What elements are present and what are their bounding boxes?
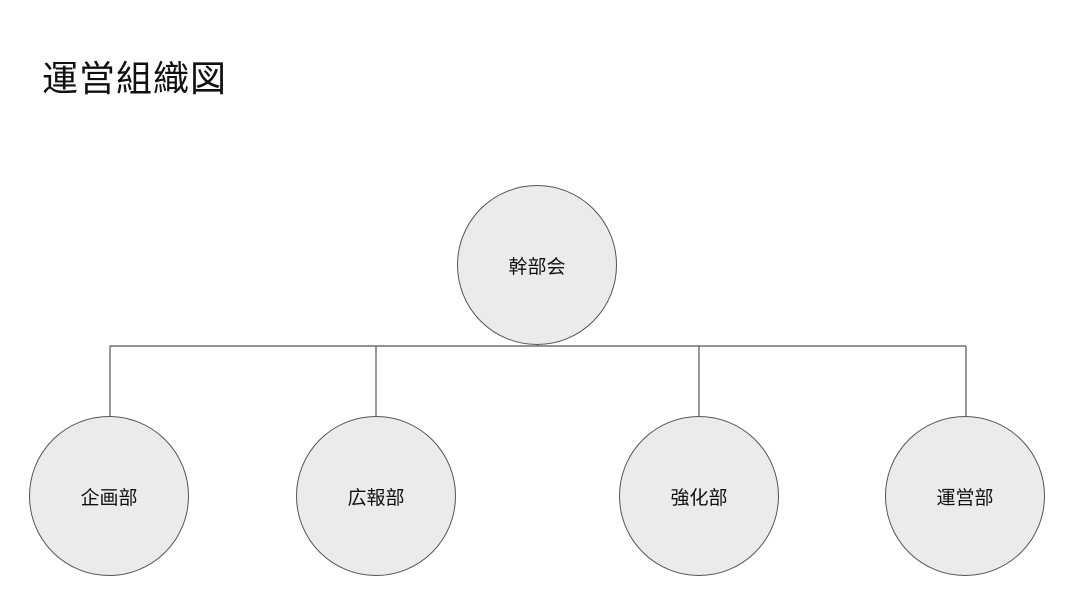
- node-executive-committee: 幹部会: [457, 185, 617, 345]
- node-label: 広報部: [347, 486, 405, 509]
- node-strengthening-dept: 強化部: [619, 416, 779, 576]
- node-planning-dept: 企画部: [29, 416, 189, 576]
- page-title: 運営組織図: [42, 59, 228, 100]
- node-pr-dept: 広報部: [296, 416, 456, 576]
- node-label: 企画部: [80, 486, 138, 509]
- node-label: 強化部: [670, 486, 728, 509]
- node-operations-dept: 運営部: [885, 416, 1045, 576]
- node-label: 運営部: [936, 486, 994, 509]
- node-label: 幹部会: [508, 255, 566, 278]
